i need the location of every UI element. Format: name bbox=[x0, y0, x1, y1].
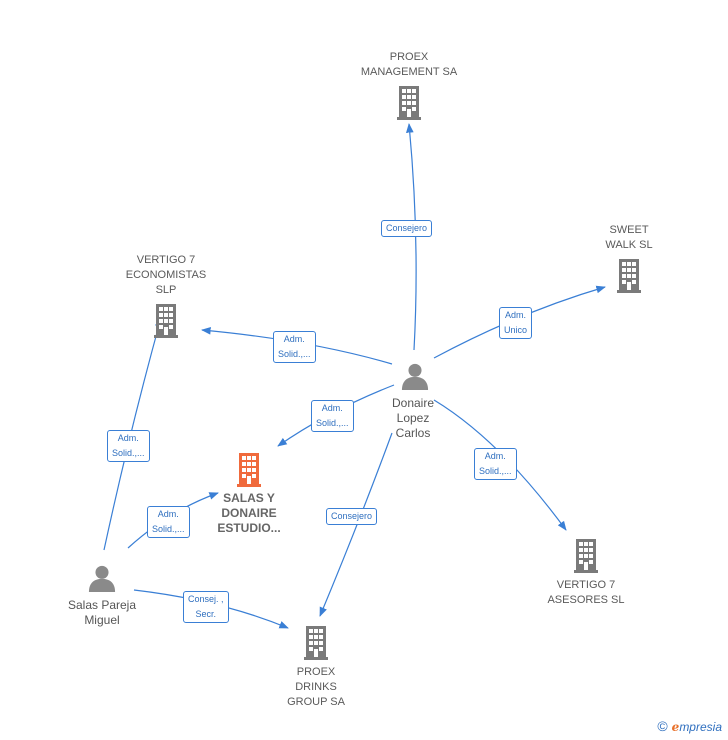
edge-label-consejero: Consejero bbox=[326, 508, 378, 525]
building-icon[interactable] bbox=[574, 539, 598, 573]
node-label-sweet-walk[interactable]: SWEET WALK SL bbox=[605, 224, 653, 251]
edge-label-adm-solid: Adm. Solid.,... bbox=[107, 430, 150, 462]
edge-label-adm-solid: Adm. Solid.,... bbox=[273, 331, 316, 363]
person-icon[interactable] bbox=[401, 363, 429, 390]
edge-donaire-proex-management bbox=[405, 123, 417, 351]
building-icon[interactable] bbox=[237, 453, 261, 487]
building-icon[interactable] bbox=[154, 304, 178, 338]
edge-label-adm-unico: Adm. Unico bbox=[499, 307, 533, 339]
node-label-salas-donaire[interactable]: SALAS Y DONAIRE ESTUDIO... bbox=[217, 491, 281, 535]
brand-name: mpresia bbox=[679, 720, 722, 734]
person-icon[interactable] bbox=[88, 565, 116, 592]
edge-label-adm-solid: Adm. Solid.,... bbox=[311, 400, 354, 432]
building-icon[interactable] bbox=[304, 626, 328, 660]
node-label-salas-pareja[interactable]: Salas Pareja Miguel bbox=[67, 598, 137, 627]
building-icon[interactable] bbox=[397, 86, 421, 120]
brand-logo[interactable]: ©empresia bbox=[657, 718, 722, 734]
copyright-symbol: © bbox=[657, 718, 668, 734]
node-label-donaire-lopez[interactable]: Donaire Lopez Carlos bbox=[391, 396, 435, 440]
node-label-vertigo7-asesores[interactable]: VERTIGO 7 ASESORES SL bbox=[547, 579, 625, 606]
edge-label-consejero: Consejero bbox=[381, 220, 433, 237]
edge-label-adm-solid: Adm. Solid.,... bbox=[474, 448, 517, 480]
node-label-proex-drinks[interactable]: PROEX DRINKS GROUP SA bbox=[287, 666, 345, 708]
node-label-proex-management[interactable]: PROEX MANAGEMENT SA bbox=[360, 51, 458, 78]
building-icon[interactable] bbox=[617, 259, 641, 293]
node-label-vertigo7-economistas[interactable]: VERTIGO 7 ECONOMISTAS SLP bbox=[125, 254, 207, 296]
edge-label-adm-solid: Adm. Solid.,... bbox=[147, 506, 190, 538]
edge-label-consej-secr: Consej. , Secr. bbox=[183, 591, 229, 623]
brand-e: e bbox=[671, 720, 680, 734]
